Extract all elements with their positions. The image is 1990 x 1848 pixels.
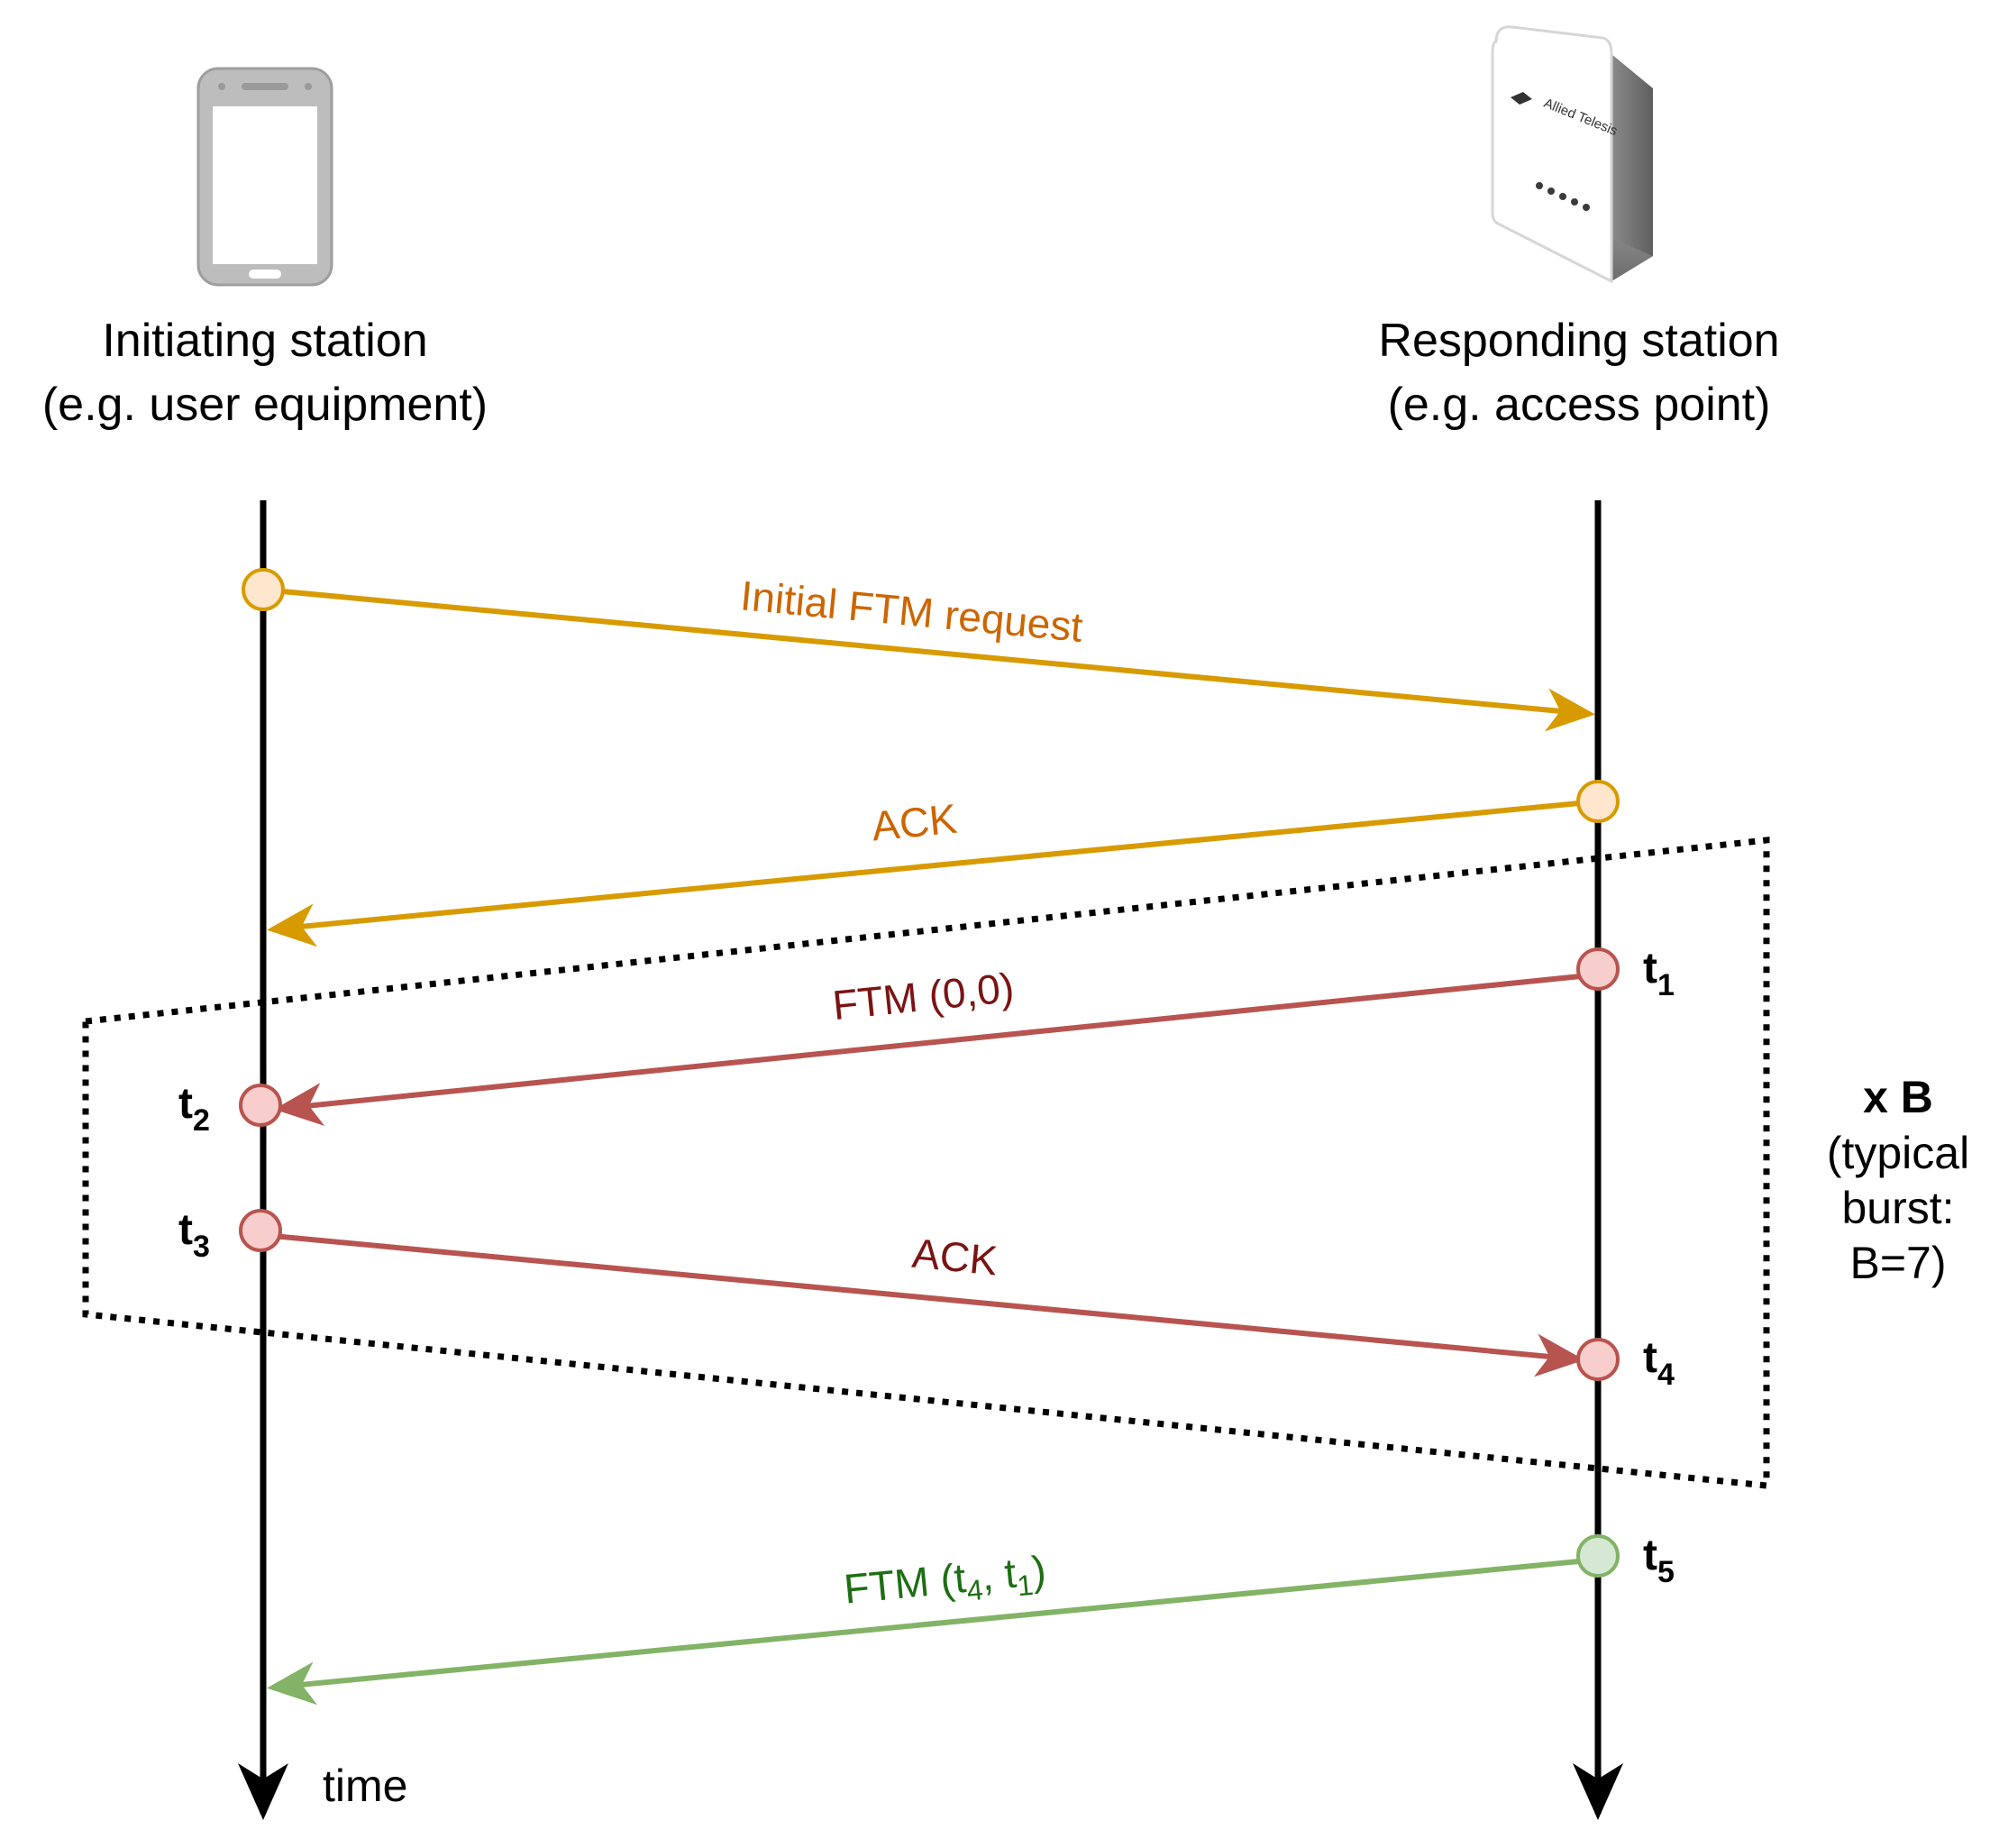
timestamp-t3-sub: 3 — [193, 1230, 210, 1264]
timestamp-t3: t3 — [178, 1206, 210, 1264]
access-point-icon: Allied Telesis — [1491, 25, 1653, 284]
node-ack-1 — [1576, 780, 1620, 823]
burst-note-line3: B=7) — [1849, 1238, 1946, 1288]
timestamp-t1-base: t — [1643, 945, 1657, 993]
burst-multiplier: x B — [1863, 1072, 1933, 1122]
responder-title: Responding station — [1378, 315, 1779, 367]
ftm-00-arrow — [274, 972, 1599, 1127]
timestamp-t4: t4 — [1643, 1334, 1675, 1392]
time-axis-label: time — [323, 1761, 407, 1811]
timestamp-t5-sub: 5 — [1657, 1555, 1675, 1589]
node-initial-request — [242, 568, 285, 611]
initiator-title: Initiating station — [102, 315, 427, 367]
node-t1 — [1576, 947, 1620, 991]
burst-note-line1: (typical — [1827, 1128, 1969, 1178]
timestamp-t2: t2 — [178, 1080, 210, 1138]
timestamp-t4-sub: 4 — [1657, 1358, 1675, 1392]
ftm-final-label-suffix: ) — [1030, 1546, 1048, 1594]
timestamp-t5-base: t — [1643, 1532, 1657, 1579]
ack-2-label: ACK — [910, 1230, 1000, 1285]
timestamp-t2-sub: 2 — [193, 1103, 210, 1138]
ftm-final-label-sub2: 1 — [1016, 1569, 1035, 1603]
ftm-final-label-mid: , t — [980, 1550, 1018, 1599]
ftm-00-label: FTM (0,0) — [830, 964, 1016, 1029]
status-leds — [1536, 182, 1590, 211]
initiator-subtitle: (e.g. user equipment) — [42, 379, 488, 431]
node-t3 — [239, 1209, 282, 1252]
node-t2 — [239, 1084, 282, 1127]
node-t4 — [1576, 1338, 1620, 1381]
ack-2-arrow — [262, 1232, 1584, 1377]
responder-subtitle: (e.g. access point) — [1388, 379, 1771, 431]
timestamp-t1-sub: 1 — [1657, 968, 1675, 1002]
timestamp-t5: t5 — [1643, 1532, 1675, 1589]
ftm-final-label: FTM (t4, t1) — [842, 1546, 1048, 1618]
timestamp-t2-base: t — [178, 1080, 193, 1128]
node-t5 — [1576, 1534, 1620, 1578]
ack-1-label: ACK — [870, 795, 959, 850]
smartphone-icon — [196, 67, 333, 287]
ftm-final-label-sub1: 4 — [965, 1573, 984, 1607]
timestamp-t1: t1 — [1643, 945, 1675, 1002]
burst-note-line2: burst: — [1841, 1183, 1954, 1233]
timestamp-t3-base: t — [178, 1206, 193, 1254]
burst-repeat-box — [82, 837, 1770, 1489]
timestamp-t4-base: t — [1643, 1334, 1657, 1382]
ack-1-arrow — [267, 799, 1599, 947]
ftm-final-arrow — [267, 1557, 1599, 1706]
ftm-final-label-prefix: FTM (t — [842, 1554, 968, 1613]
initial-ftm-request-arrow — [262, 587, 1595, 732]
